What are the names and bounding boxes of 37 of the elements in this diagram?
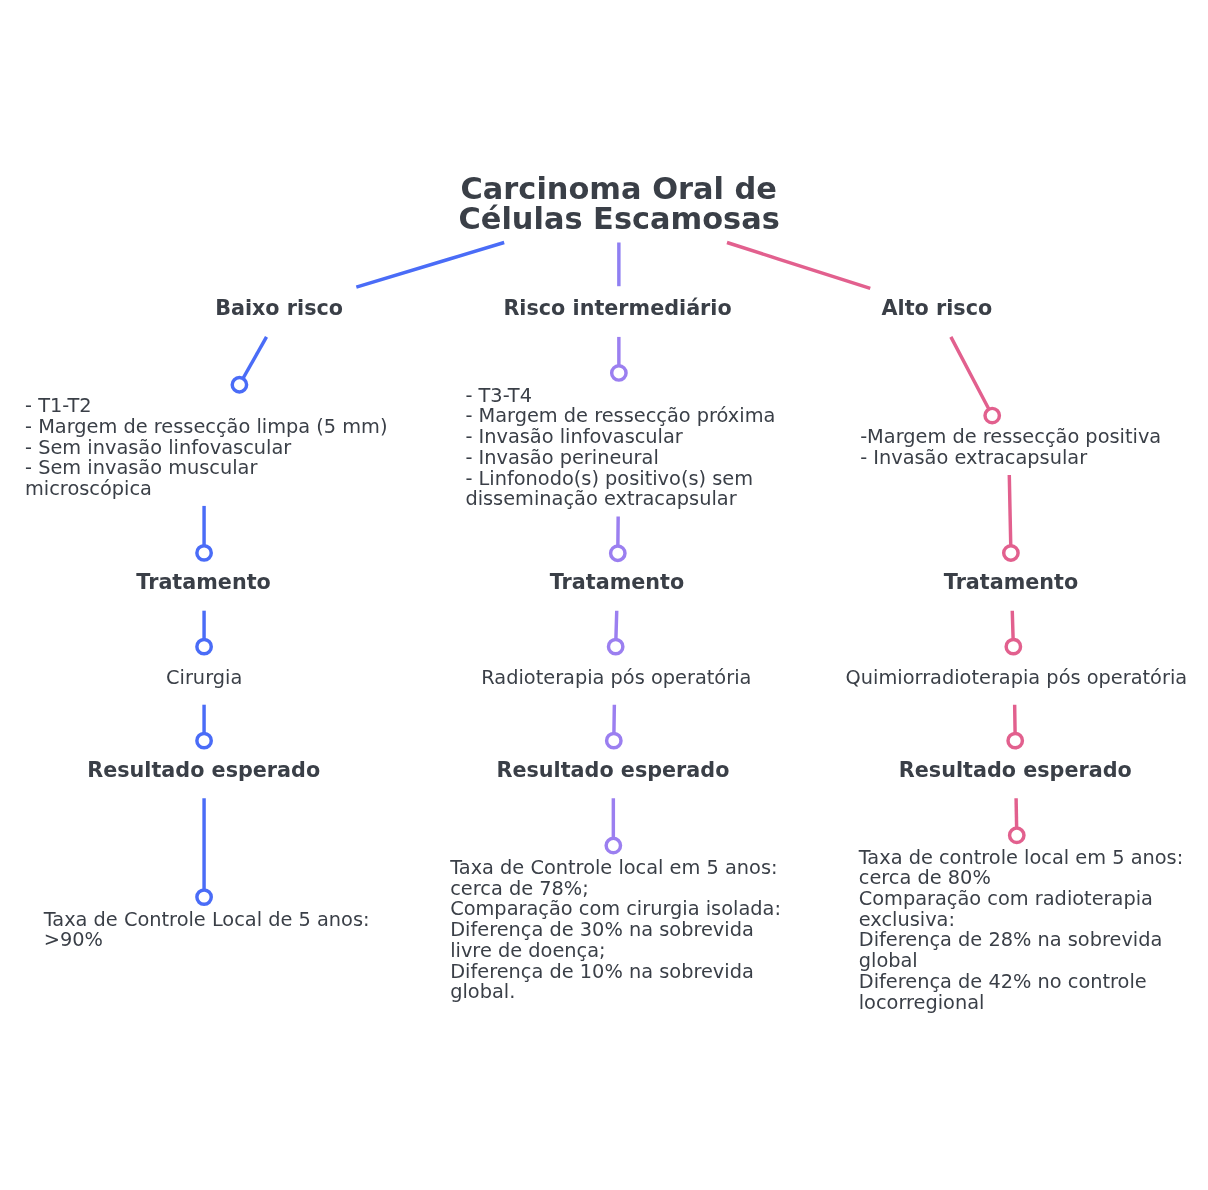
node-text: Resultado esperado (87, 757, 321, 782)
connector (355, 240, 505, 289)
node-text: Resultado esperado (496, 757, 730, 782)
node-text: Carcinoma Oral de Células Escamosas (458, 171, 780, 237)
node-text: -Margem de ressecção positiva - Invasão extracapsular (860, 425, 1162, 469)
node-text: Baixo risco (215, 296, 343, 321)
node-text: Quimiorradioterapia pós operatória (845, 666, 1188, 690)
node-text: Taxa de Controle Local de 5 anos: >90% (43, 907, 370, 952)
connector (195, 610, 213, 656)
node-text: Resultado esperado (898, 757, 1132, 782)
node-text: Tratamento (136, 569, 271, 594)
connector (608, 516, 627, 563)
connector (1007, 798, 1026, 845)
connector (617, 242, 621, 287)
node-text: Alto risco (881, 296, 993, 321)
node-text: Taxa de controle local em 5 anos: cerca de 80% Comparação com radioterapia exclusiva: Diferença de 28% na sobrevida global Diferença de 42% no controle locorregional (858, 845, 1184, 1014)
node-text: - T3-T4 - Margem de ressecção próxima - Invasão linfovascular - Invasão perineural - Linfonodo(s) positivo(s) sem disseminação extracapsular (465, 383, 776, 511)
node-text: Risco intermediário (503, 296, 732, 321)
connector (195, 704, 213, 750)
node-text: Tratamento (549, 569, 685, 594)
connector (604, 798, 623, 855)
connector (609, 336, 628, 382)
connector (1002, 475, 1020, 562)
connector (1006, 704, 1025, 750)
node-text: - T1-T2 - Margem de ressecção limpa (5 mm) - Sem invasão linfovascular - Sem invasão muscular microscópica (25, 394, 388, 501)
connector (606, 610, 625, 656)
connector (949, 336, 1002, 425)
node-text: Radioterapia pós operatória (481, 666, 752, 690)
node-text: Cirurgia (166, 666, 243, 690)
connector (726, 240, 871, 291)
connector (195, 798, 213, 907)
connector (604, 704, 623, 750)
connector (195, 505, 213, 562)
connector (1004, 610, 1023, 656)
node-text: Taxa de Controle local em 5 anos: cerca de 78%; Comparação com cirurgia isolada: Diferença de 30% na sobrevida livre de doença; Diferença de 10% na sobrevida global. (450, 855, 781, 1004)
connector (230, 336, 269, 394)
node-text: Tratamento (943, 569, 1079, 594)
